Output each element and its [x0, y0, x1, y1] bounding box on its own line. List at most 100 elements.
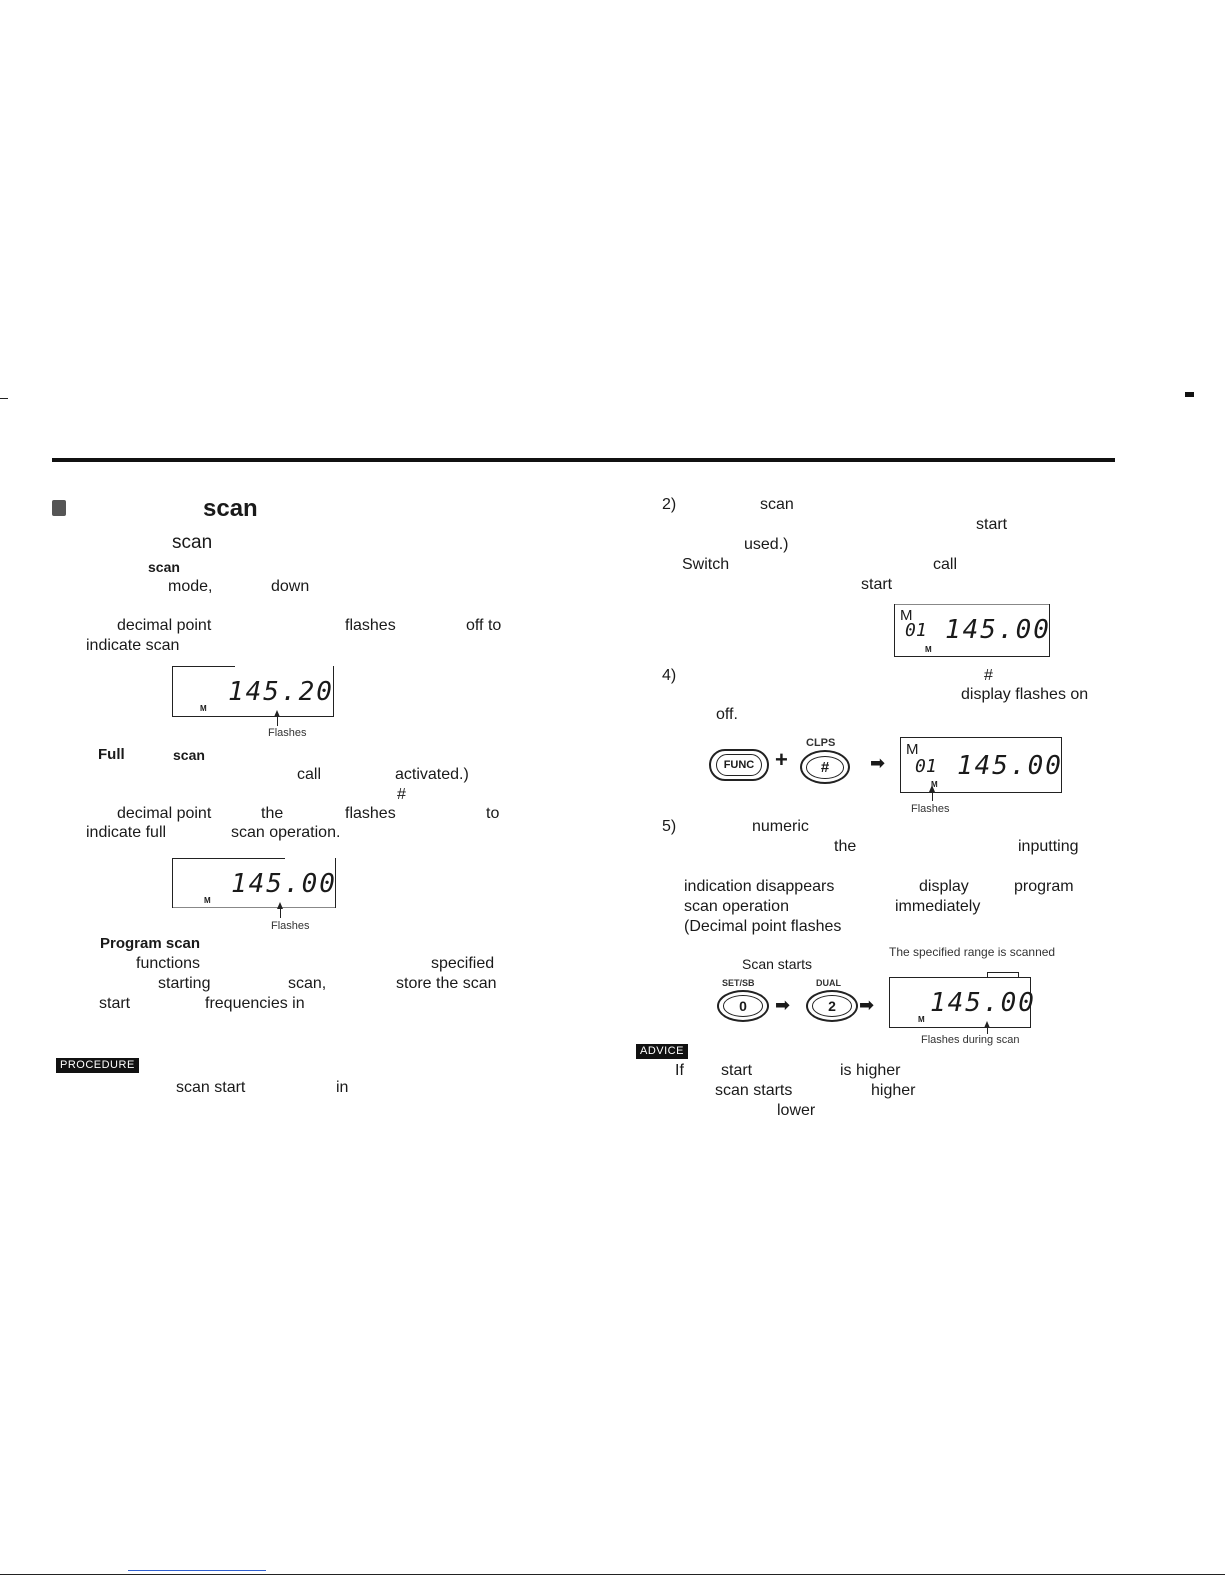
- lcd2-frequency: 145.00: [231, 869, 337, 899]
- section-heading: scan: [203, 495, 258, 522]
- text-the: the: [261, 805, 284, 822]
- text-indicate-full: indicate full: [86, 824, 167, 841]
- setsb-label: SET/SB: [722, 978, 755, 988]
- text-down: down: [271, 578, 310, 595]
- lcd4-arrow: [929, 785, 935, 801]
- range-note: The specified range is scanned: [889, 945, 1056, 959]
- text-higher: higher: [871, 1082, 916, 1099]
- text-scan-starts: scan starts: [715, 1082, 793, 1099]
- scan-starts-label: Scan starts: [742, 956, 813, 972]
- text-scan-start: scan start: [176, 1079, 246, 1096]
- lcd4-frequency: 145.00: [957, 751, 1063, 781]
- text-scan: scan: [172, 532, 213, 553]
- text-if: If: [675, 1062, 684, 1079]
- text-immediately: immediately: [895, 898, 981, 915]
- lcd4-memory-indicator: M: [906, 741, 919, 758]
- text-activated: activated.): [395, 766, 469, 783]
- procedure-tag: PROCEDURE: [56, 1058, 139, 1073]
- lcd5-caption: Flashes during scan: [921, 1034, 1020, 1046]
- text-a-start: start: [721, 1062, 753, 1079]
- section-bullet-icon: [52, 500, 66, 516]
- hash-key-icon: #: [800, 750, 850, 784]
- text-off-to: off to: [466, 617, 502, 634]
- program-scan-heading: Program scan: [100, 935, 201, 952]
- text-off: off.: [716, 706, 738, 723]
- text-to: to: [486, 805, 500, 822]
- text-lower: lower: [777, 1102, 816, 1119]
- func-key-label: FUNC: [715, 754, 763, 776]
- lcd1-caption: Flashes: [268, 727, 307, 739]
- text-is-higher: is higher: [840, 1062, 901, 1079]
- lcd1-frequency: 145.20: [228, 677, 334, 707]
- text-store-the-scan: store the scan: [396, 975, 497, 992]
- text-decimal-point-2: decimal point: [117, 805, 212, 822]
- dual-label: DUAL: [816, 978, 841, 988]
- text-specified: specified: [431, 955, 495, 972]
- text-r-scan: scan: [760, 496, 794, 513]
- plus-sign: +: [775, 747, 788, 772]
- text-decimal-point: decimal point: [117, 617, 212, 634]
- text-r-hash: #: [984, 667, 993, 684]
- two-key-icon: 2: [806, 990, 858, 1022]
- text-indicate-scan: indicate scan: [86, 637, 180, 654]
- lcd3-m-indicator: M: [925, 645, 932, 654]
- edge-tick-left: [0, 398, 8, 399]
- text-decimal-point-flashes: (Decimal point flashes: [684, 918, 842, 935]
- range-bracket: [987, 972, 1019, 981]
- text-r-the: the: [834, 838, 857, 855]
- two-key-label: 2: [811, 995, 853, 1017]
- lcd4-caption: Flashes: [911, 803, 950, 815]
- lcd5-arrow: [984, 1021, 990, 1034]
- lcd1-arrow: [274, 710, 280, 726]
- lcd3-frequency: 145.00: [945, 615, 1051, 645]
- arrow-right-icon-2: ➡: [775, 995, 791, 1015]
- text-scan-comma: scan,: [288, 975, 327, 992]
- text-full-scan: scan: [173, 747, 205, 763]
- lcd4-channel: 01: [915, 756, 937, 777]
- lcd-display-2: M 145.00: [172, 858, 336, 908]
- text-frequencies-in: frequencies in: [205, 995, 305, 1012]
- text-display-flashes-on: display flashes on: [961, 686, 1089, 703]
- text-in: in: [336, 1079, 349, 1096]
- text-numeric: numeric: [752, 818, 809, 835]
- text-r-switch: Switch: [682, 556, 730, 573]
- lcd4-m-indicator: M: [931, 780, 938, 789]
- text-r-start-2: start: [861, 576, 893, 593]
- text-r-scan-operation: scan operation: [684, 898, 789, 915]
- lcd5-frequency: 145.00: [930, 988, 1036, 1018]
- arrow-right-icon-3: ➡: [859, 995, 875, 1015]
- zero-key-icon: 0: [717, 990, 769, 1022]
- text-inputting: inputting: [1018, 838, 1079, 855]
- text-indication-disappears: indication disappears: [684, 878, 835, 895]
- edge-mark-right: [1185, 392, 1194, 397]
- text-starting: starting: [158, 975, 211, 992]
- text-r-call: call: [933, 556, 958, 573]
- lcd2-m-indicator: M: [204, 896, 211, 905]
- step-4-number: 4): [662, 667, 677, 684]
- zero-key-label: 0: [722, 995, 764, 1017]
- text-flashes: flashes: [345, 617, 396, 634]
- text-r-start: start: [976, 516, 1008, 533]
- lcd1-m-indicator: M: [200, 704, 207, 713]
- advice-tag: ADVICE: [636, 1044, 688, 1059]
- footer-link-underline: [128, 1570, 266, 1571]
- text-r-used: used.): [744, 536, 789, 553]
- lcd-display-5: M 145.00: [889, 977, 1034, 1028]
- lcd-display-1: M 145.20: [172, 666, 334, 717]
- lcd3-memory-indicator: M: [900, 607, 913, 624]
- text-call: call: [297, 766, 322, 783]
- header-rule: [52, 458, 1115, 462]
- text-scan-bold: scan: [148, 559, 180, 575]
- text-flashes-2: flashes: [345, 805, 396, 822]
- text-full: Full: [98, 746, 125, 763]
- lcd-display-3: M 01 M 145.00: [894, 604, 1050, 657]
- clps-label: CLPS: [806, 737, 836, 749]
- lcd-display-4: M 01 M 145.00: [900, 737, 1062, 793]
- text-hash: #: [397, 786, 406, 803]
- lcd3-channel: 01: [905, 620, 927, 641]
- func-key-icon: FUNC: [709, 749, 769, 781]
- text-functions: functions: [136, 955, 201, 972]
- text-r-display: display: [919, 878, 969, 895]
- step-5-number: 5): [662, 818, 677, 835]
